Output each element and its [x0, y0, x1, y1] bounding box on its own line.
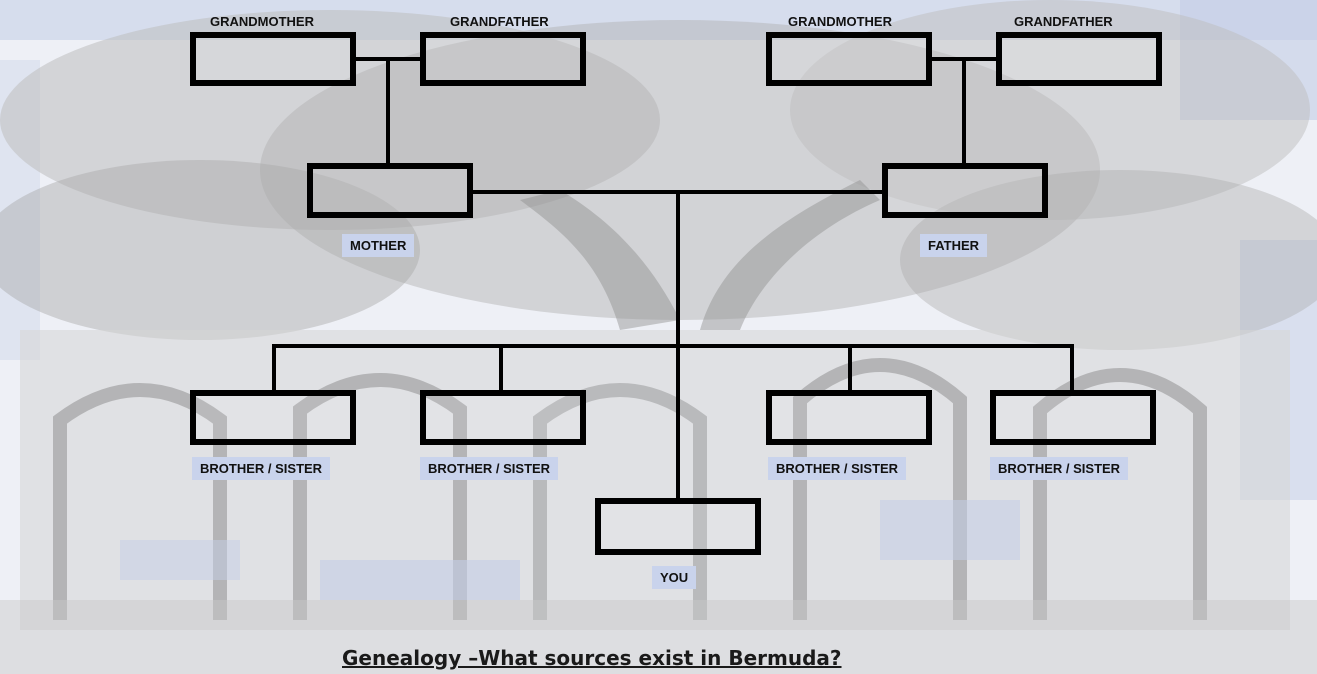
- father-label: FATHER: [920, 234, 988, 257]
- sibling-drop-4: [1070, 344, 1074, 390]
- sibling-label-1: BROTHER / SISTER: [192, 457, 331, 480]
- maternal-grandmother-label: GRANDMOTHER: [210, 14, 314, 29]
- siblings-connector: [272, 344, 1074, 348]
- you-box: [595, 498, 761, 555]
- sibling-label-2: BROTHER / SISTER: [420, 457, 559, 480]
- sibling-label-3: BROTHER / SISTER: [768, 457, 907, 480]
- maternal-grandfather-label: GRANDFATHER: [450, 14, 549, 29]
- sibling-drop-2: [499, 344, 503, 390]
- paternal-grandfather-label: GRANDFATHER: [1014, 14, 1113, 29]
- sibling-box-1: [190, 390, 356, 445]
- mother-box: [307, 163, 473, 218]
- sibling-box-3: [766, 390, 932, 445]
- sibling-drop-3: [848, 344, 852, 390]
- sibling-box-2: [420, 390, 586, 445]
- father-box: [882, 163, 1048, 218]
- mother-label: MOTHER: [342, 234, 415, 257]
- maternal-grandfather-box: [420, 32, 586, 86]
- maternal-grandmother-box: [190, 32, 356, 86]
- sibling-box-4: [990, 390, 1156, 445]
- you-label: YOU: [652, 566, 697, 589]
- paternal-grandmother-label: GRANDMOTHER: [788, 14, 892, 29]
- sibling-drop-1: [272, 344, 276, 390]
- maternal-descent-line: [386, 57, 390, 163]
- paternal-grandmother-box: [766, 32, 932, 86]
- sibling-label-4: BROTHER / SISTER: [990, 457, 1129, 480]
- paternal-descent-line: [962, 57, 966, 163]
- paternal-grandfather-box: [996, 32, 1162, 86]
- page-title: Genealogy –What sources exist in Bermuda…: [342, 646, 842, 670]
